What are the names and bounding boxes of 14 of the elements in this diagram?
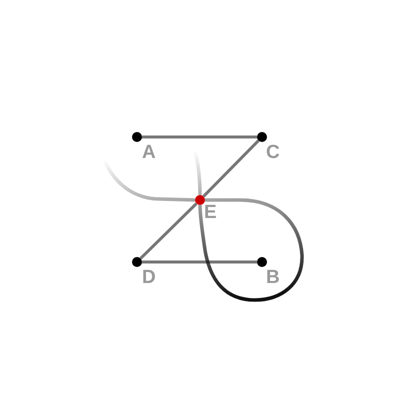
point-label: C bbox=[266, 143, 280, 162]
point-dot bbox=[132, 257, 142, 267]
line-segment bbox=[202, 140, 260, 198]
point-dot bbox=[132, 132, 142, 142]
line-segment bbox=[142, 260, 257, 264]
line-segment bbox=[142, 136, 257, 138]
point-dot bbox=[195, 195, 205, 205]
point-label: B bbox=[266, 268, 280, 287]
point-label: D bbox=[142, 268, 156, 287]
point-dot bbox=[257, 132, 267, 142]
point-label: A bbox=[142, 143, 156, 162]
line-segment bbox=[140, 202, 198, 260]
point-dot bbox=[257, 257, 267, 267]
point-label: E bbox=[204, 203, 217, 222]
